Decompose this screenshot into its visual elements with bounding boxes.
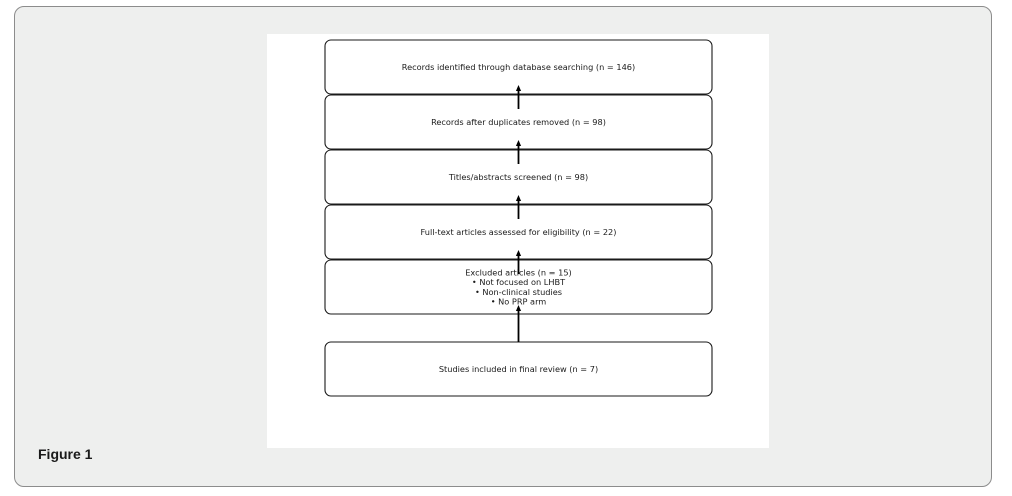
flow-arrow-screened-to-deduplicated — [515, 140, 522, 164]
flow-arrow-deduplicated-to-identified — [515, 85, 522, 109]
flow-arrow-fulltext-to-screened — [515, 195, 522, 219]
flow-box-text: • Non-clinical studies — [475, 287, 562, 297]
flow-box-text: Studies included in final review (n = 7) — [439, 364, 598, 374]
flowchart-diagram: Records identified through database sear… — [324, 39, 713, 397]
flow-box-text: Records identified through database sear… — [402, 62, 635, 72]
figure-panel: Records identified through database sear… — [14, 6, 992, 487]
arrow-head-icon — [515, 250, 522, 256]
flow-arrow-included-to-excluded — [515, 305, 522, 342]
arrow-head-icon — [515, 140, 522, 146]
figure-caption: Figure 1 — [38, 446, 93, 462]
flow-box-text: Full-text articles assessed for eligibil… — [421, 227, 617, 237]
arrow-head-icon — [515, 305, 522, 311]
flow-box-text: • No PRP arm — [491, 296, 547, 306]
flow-box-text: • Not focused on LHBT — [472, 277, 566, 287]
flow-box-text: Records after duplicates removed (n = 98… — [431, 117, 606, 127]
flowchart-canvas: Records identified through database sear… — [267, 34, 769, 448]
flow-box-included: Studies included in final review (n = 7) — [324, 341, 713, 397]
flow-arrow-excluded-to-fulltext — [515, 250, 522, 274]
flow-box-text: Titles/abstracts screened (n = 98) — [448, 172, 588, 182]
arrow-head-icon — [515, 85, 522, 91]
arrow-head-icon — [515, 195, 522, 201]
flow-box-identified: Records identified through database sear… — [324, 39, 713, 95]
